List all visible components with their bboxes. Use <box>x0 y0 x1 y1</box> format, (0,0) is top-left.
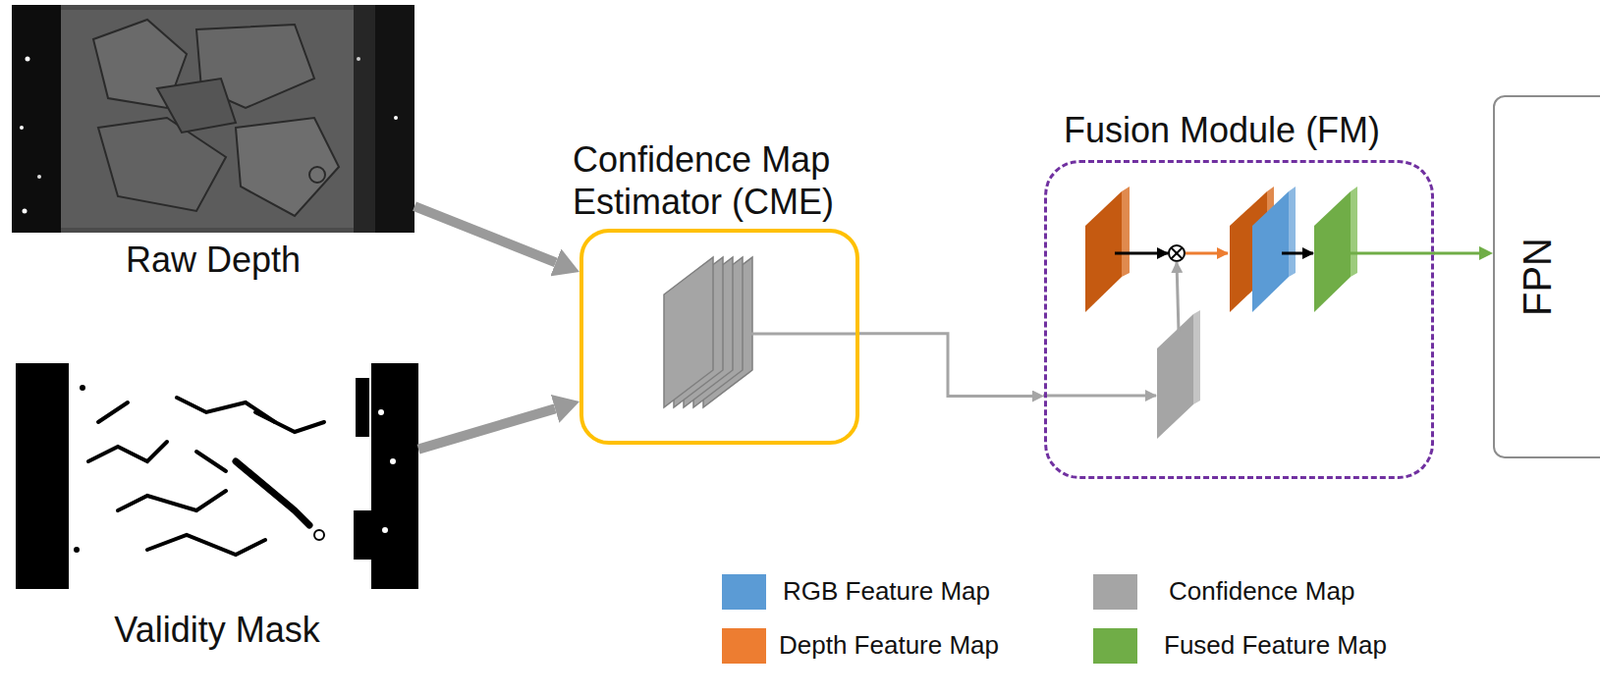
legend-holder: Confidence Map <box>1168 574 1355 610</box>
confidence-wire <box>746 332 858 336</box>
legend-label: Depth Feature Map <box>778 630 999 662</box>
feature-stack <box>663 257 753 408</box>
fusion-internals <box>1043 186 1435 440</box>
legend-label: Fused Feature Map <box>1163 630 1387 662</box>
connector <box>418 408 555 449</box>
caption-holder: Fusion Module (FM) <box>1063 109 1380 152</box>
legend-swatch <box>721 628 767 664</box>
validity-mask-image: Validity Mask <box>15 363 419 651</box>
legend-label: RGB Feature Map <box>782 576 991 607</box>
legend-swatch <box>1093 628 1138 664</box>
connector <box>1434 251 1480 255</box>
validity-mask-picture <box>15 363 419 590</box>
estimator-box: Confidence Map Estimator (CME) <box>579 228 860 445</box>
caption-holder: FPN <box>1494 97 1580 457</box>
node-label: Validity Mask <box>113 609 320 651</box>
node-label: Confidence Map Estimator (CME) <box>572 139 834 222</box>
connector <box>859 333 1033 397</box>
caption-holder: Confidence Map Estimator (CME) <box>572 138 868 223</box>
raw-depth-image: Raw Depth <box>11 4 415 285</box>
fpn-box: FPN <box>1492 95 1600 459</box>
node-label: Fusion Module (FM) <box>1063 110 1380 151</box>
connector <box>414 206 556 263</box>
legend-swatch <box>1093 574 1138 610</box>
node-label: Raw Depth <box>125 239 301 280</box>
fusion-module-box: Fusion Module (FM) <box>1044 160 1435 480</box>
legend-holder: Fused Feature Map <box>1163 628 1387 664</box>
raw-depth-picture <box>11 4 415 233</box>
legend-holder: RGB Feature Map <box>782 574 991 610</box>
legend-holder: Depth Feature Map <box>778 628 999 664</box>
caption-holder: Validity Mask <box>15 608 419 652</box>
caption-holder: Raw Depth <box>11 238 415 281</box>
legend-label: Confidence Map <box>1168 576 1355 607</box>
node-label: FPN <box>1513 237 1561 317</box>
legend-swatch <box>721 574 767 610</box>
